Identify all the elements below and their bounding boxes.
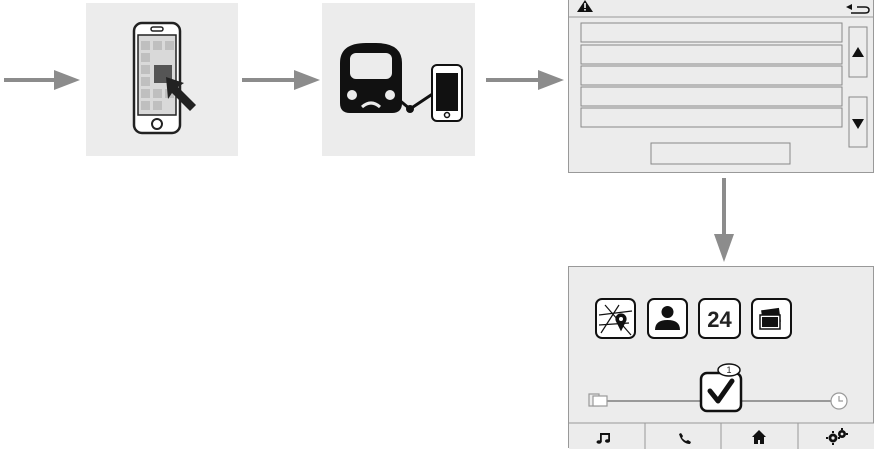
list-screen: [568, 0, 874, 173]
checkmark-icon: [707, 378, 735, 404]
list-row: [580, 86, 843, 107]
gears-icon: [826, 428, 848, 445]
home-nav-button[interactable]: [752, 430, 766, 444]
phone-nav-button[interactable]: [679, 433, 691, 444]
action-button[interactable]: [650, 142, 791, 165]
home-screen: 24 1: [568, 266, 874, 449]
map-pin-icon: [598, 304, 633, 336]
photos-icon: [759, 307, 781, 330]
arrow-right-1: [4, 70, 80, 90]
arrow-right-3: [486, 70, 564, 90]
arrow-right-2: [242, 70, 320, 90]
list-row: [580, 65, 843, 86]
car-phone-connection-icon: [340, 43, 463, 122]
home-icon: [752, 430, 766, 444]
list-row: [580, 107, 843, 128]
list-row: [580, 22, 843, 43]
phone-tap-icon: [132, 21, 196, 135]
scroll-up-button[interactable]: [848, 26, 868, 78]
svg-text:1: 1: [726, 365, 731, 375]
step-panel-car-connection: [322, 3, 475, 156]
phone-icon: [679, 433, 691, 444]
notification-badge: [717, 363, 741, 377]
scroll-up-icon: [852, 47, 864, 57]
notification-button[interactable]: 1: [699, 363, 743, 413]
scroll-down-button[interactable]: [848, 96, 868, 148]
scroll-down-icon: [852, 119, 864, 129]
list-row: [580, 44, 843, 65]
music-note-icon: [596, 433, 610, 444]
music-nav-button[interactable]: [596, 433, 611, 444]
step-panel-phone-tap: [86, 3, 238, 156]
arrow-down: [714, 178, 734, 262]
service-24-app-button[interactable]: 24: [698, 298, 741, 339]
list-rows[interactable]: [580, 22, 843, 128]
contacts-app-button[interactable]: [647, 298, 688, 339]
navigation-app-button[interactable]: [595, 298, 636, 339]
settings-nav-button[interactable]: [826, 428, 848, 445]
back-icon[interactable]: [846, 4, 870, 14]
warning-icon: [577, 0, 593, 12]
24-icon: 24: [707, 307, 732, 332]
person-icon: [655, 306, 680, 330]
gallery-app-button[interactable]: [751, 298, 792, 339]
